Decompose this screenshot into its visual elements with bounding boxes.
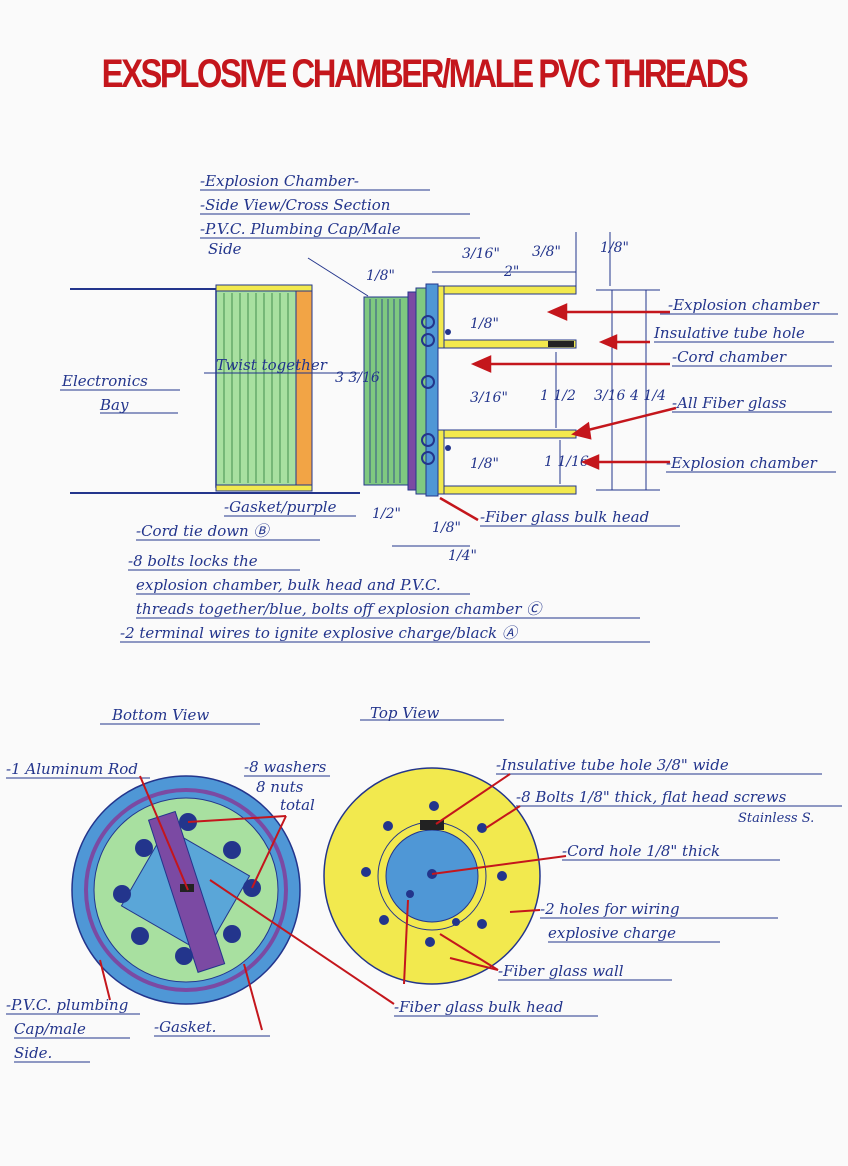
label-fiber-glass-wall: -Fiber glass wall xyxy=(498,962,624,980)
dim-3-16-a: 3/16" xyxy=(462,246,500,262)
side-view-header: -Explosion Chamber- -Side View/Cross Sec… xyxy=(200,172,480,297)
label-cord-hole: -Cord hole 1/8" thick xyxy=(562,842,720,860)
dim-1-4: 1/4" xyxy=(448,548,477,564)
dim-1-1-2: 1 1/2 xyxy=(540,388,576,404)
label-gasket: -Gasket. xyxy=(154,1018,216,1036)
bottom-view-drawing xyxy=(71,775,301,1005)
note-3: explosion chamber, bulk head and P.V.C. xyxy=(136,576,441,594)
label-cord-chamber: -Cord chamber xyxy=(672,348,787,366)
dim-1-8-b: 1/8" xyxy=(600,240,629,256)
label-8-bolts: -8 Bolts 1/8" thick, flat head screws xyxy=(516,788,787,806)
label-insulative-hole: -Insulative tube hole 3/8" wide xyxy=(496,756,729,774)
label-explosive-charge: explosive charge xyxy=(548,924,676,942)
electronics-label-1: Electronics xyxy=(61,372,148,390)
explosion-chamber xyxy=(437,285,577,495)
dim-1-8-e: 1/8" xyxy=(432,520,461,536)
dim-3-16-c: 3/16 xyxy=(594,388,626,404)
label-total: total xyxy=(280,796,315,814)
dim-4-1-4: 4 1/4 xyxy=(629,388,666,404)
bottom-view-heading: Bottom View xyxy=(111,706,209,724)
label-side: Side. xyxy=(14,1044,52,1062)
bolts xyxy=(421,315,451,465)
male-threads xyxy=(363,283,439,497)
dim-1-1-16: 1 1/16 xyxy=(544,454,589,470)
header-line-1: -Explosion Chamber- xyxy=(200,172,359,190)
label-pvc-plumbing: -P.V.C. plumbing xyxy=(6,996,128,1014)
pvc-cap-left xyxy=(215,284,313,492)
note-1: -Cord tie down Ⓑ xyxy=(136,522,270,540)
page-title: EXSPLOSIVE CHAMBER/MALE PVC THREADS xyxy=(101,52,749,96)
notes: -Cord tie down Ⓑ -8 bolts locks the expl… xyxy=(120,522,650,643)
label-cap-male: Cap/male xyxy=(14,1020,86,1038)
label-stainless: Stainless S. xyxy=(738,811,814,826)
dim-1-8-d: 1/8" xyxy=(470,456,499,472)
label-explosion-chamber-top: -Explosion chamber xyxy=(668,296,820,314)
note-2: -8 bolts locks the xyxy=(128,552,258,570)
label-gasket-purple: -Gasket/purple xyxy=(224,498,337,516)
dim-3-8: 3/8" xyxy=(532,244,561,260)
label-explosion-chamber-bottom: -Explosion chamber xyxy=(666,454,818,472)
label-2-holes: -2 holes for wiring xyxy=(540,900,680,918)
note-4: threads together/blue, bolts off explosi… xyxy=(136,600,543,618)
twist-together-label: Twist together xyxy=(216,356,328,374)
header-line-3: -P.V.C. Plumbing Cap/Male xyxy=(200,220,401,238)
header-line-2: -Side View/Cross Section xyxy=(200,196,390,214)
label-bulk-head-top: -Fiber glass bulk head xyxy=(394,998,563,1016)
label-nuts: 8 nuts xyxy=(256,778,304,796)
label-aluminum-rod: -1 Aluminum Rod xyxy=(6,760,138,778)
label-insulative-tube-hole: Insulative tube hole xyxy=(653,324,805,342)
label-all-fiber-glass: -All Fiber glass xyxy=(672,394,787,412)
top-view-drawing xyxy=(323,767,541,985)
label-washers: -8 washers xyxy=(244,758,327,776)
note-5: -2 terminal wires to ignite explosive ch… xyxy=(120,624,519,642)
dim-1-8-c: 1/8" xyxy=(470,316,499,332)
dim-3-3-16: 3 3/16 xyxy=(335,370,380,386)
top-view-heading: Top View xyxy=(370,704,439,722)
dim-1-2: 1/2" xyxy=(372,506,401,522)
dim-1-8-a: 1/8" xyxy=(366,268,395,284)
electronics-label-2: Bay xyxy=(99,396,129,414)
pointer-arrows xyxy=(439,303,677,522)
header-line-4: Side xyxy=(208,240,242,258)
label-fiber-glass-bulk-head: -Fiber glass bulk head xyxy=(480,508,649,526)
dim-3-16-b: 3/16" xyxy=(470,390,508,406)
